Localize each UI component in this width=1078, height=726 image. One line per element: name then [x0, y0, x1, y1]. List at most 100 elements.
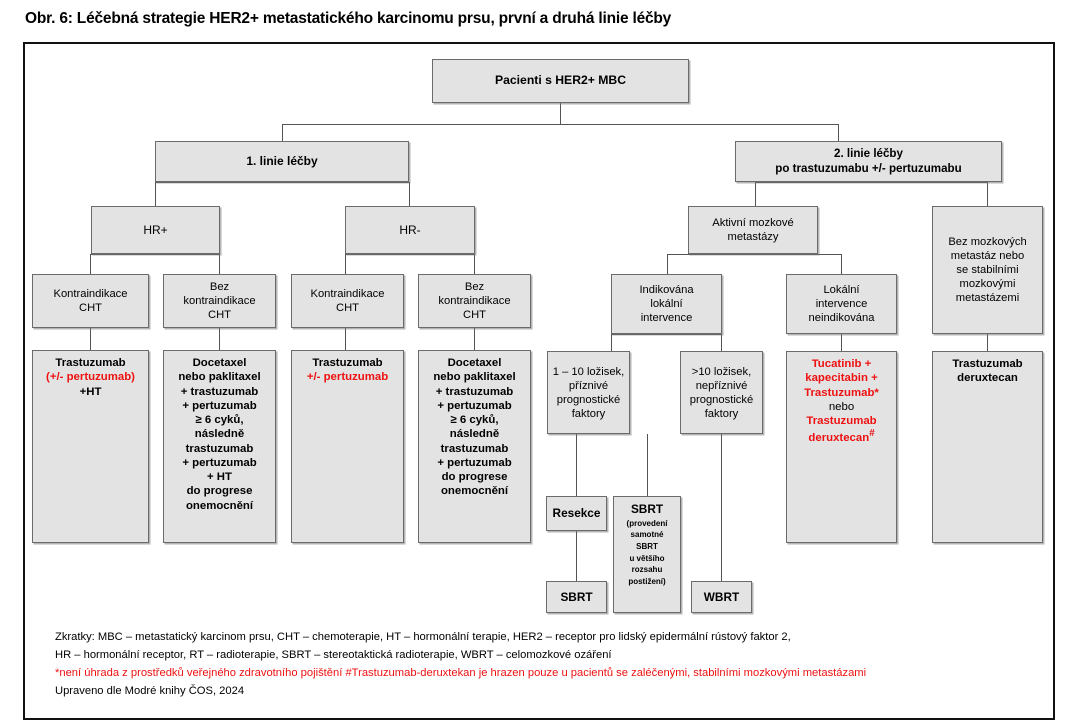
- node-label-line-accent: +/- pertuzumab: [306, 371, 389, 384]
- connector: [90, 254, 92, 274]
- connector: [987, 182, 989, 206]
- node-label-line: kontraindikace: [183, 295, 256, 307]
- node-label-line: do progrese: [441, 471, 508, 483]
- node-therapy-trastuzumab-deruxtecan[interactable]: Trastuzumab deruxtecan: [932, 351, 1043, 543]
- node-label-line: Bez: [464, 281, 485, 293]
- node-therapy-tucatinib-regimen[interactable]: Tucatinib + kapecitabin + Trastuzumab* n…: [786, 351, 897, 543]
- node-sbrt-after-resection[interactable]: SBRT: [546, 581, 607, 613]
- node-label-line: Aktivní mozkové: [712, 217, 794, 229]
- node-therapy-hrpos-contraindicated[interactable]: Trastuzumab (+/- pertuzumab) +HT: [32, 350, 149, 543]
- connector: [282, 124, 839, 126]
- figure-title: Obr. 6: Léčebná strategie HER2+ metastat…: [25, 10, 672, 27]
- node-label-line-accent: (+/- pertuzumab): [46, 371, 135, 384]
- node-no-contraindication-cht-hrneg[interactable]: Bez kontraindikace CHT: [418, 274, 531, 328]
- node-label-line: metastázy: [727, 231, 779, 243]
- node-label-line: metastázemi: [955, 292, 1020, 304]
- connector: [841, 334, 843, 351]
- node-label-line: 1 – 10 ložisek,: [552, 365, 625, 378]
- node-label-line: + HT: [206, 471, 232, 483]
- node-therapy-hrneg-contraindicated[interactable]: Trastuzumab +/- pertuzumab: [291, 350, 404, 543]
- node-label-line: trastuzumab: [440, 442, 509, 455]
- node-label-line: Indikována: [639, 284, 694, 296]
- node-label-line: Kontraindikace: [53, 288, 128, 300]
- node-label-line: faktory: [704, 407, 739, 420]
- node-label-line: Docetaxel: [192, 357, 247, 369]
- node-label-line: nepříznivé: [695, 379, 748, 392]
- node-no-contraindication-cht-hrpos[interactable]: Bez kontraindikace CHT: [163, 274, 276, 328]
- node-label-line: (provedení: [626, 518, 668, 528]
- node-hr-positive[interactable]: HR+: [91, 206, 220, 254]
- node-label-line: neindikována: [808, 312, 875, 324]
- connector: [474, 254, 476, 274]
- node-label-line: u většího: [629, 553, 665, 563]
- node-label-block: Lokální intervence neindikována: [790, 283, 893, 325]
- node-label-line: CHT: [336, 302, 359, 314]
- node-label-line-accent: Tucatinib +: [811, 358, 872, 370]
- node-label-line: SBRT: [636, 541, 658, 551]
- node-label-line: deruxtecan: [957, 372, 1018, 385]
- node-local-intervention-not-indicated[interactable]: Lokální intervence neindikována: [786, 274, 897, 334]
- node-root[interactable]: Pacienti s HER2+ MBC: [432, 59, 689, 103]
- node-label-line: + pertuzumab: [182, 399, 257, 412]
- node-label-line: mozkovými: [959, 278, 1016, 290]
- node-label-line: intervence: [815, 298, 868, 310]
- connector: [647, 434, 649, 496]
- node-label-line: Bez: [209, 281, 230, 293]
- node-label-line: nebo paklitaxel: [178, 371, 261, 384]
- node-wbrt[interactable]: WBRT: [691, 581, 752, 613]
- node-label-line: kontraindikace: [438, 295, 511, 307]
- node-label-line: trastuzumab: [185, 442, 254, 455]
- connector: [667, 254, 842, 256]
- connector: [219, 328, 221, 350]
- node-root-label: Pacienti s HER2+ MBC: [494, 73, 627, 88]
- node-label-line: prognostické: [556, 393, 621, 406]
- connector: [219, 254, 221, 274]
- connector: [282, 124, 284, 143]
- node-hr-negative[interactable]: HR-: [345, 206, 475, 254]
- node-line1-label: 1. linie léčby: [246, 154, 318, 168]
- node-active-brain-metastases[interactable]: Aktivní mozkové metastázy: [688, 206, 818, 254]
- connector: [576, 531, 578, 581]
- connector: [611, 334, 613, 351]
- connector: [721, 334, 723, 351]
- node-line1[interactable]: 1. linie léčby: [155, 141, 409, 182]
- node-label-line: ≥ 6 cyků,: [450, 414, 499, 426]
- node-contraindication-cht-hrneg[interactable]: Kontraindikace CHT: [291, 274, 404, 328]
- connector: [755, 182, 757, 206]
- node-line2-label-1: 2. linie léčby: [834, 147, 903, 161]
- connector: [345, 254, 475, 256]
- node-contraindication-cht-hrpos[interactable]: Kontraindikace CHT: [32, 274, 149, 328]
- connector: [560, 103, 562, 125]
- node-sbrt-label: SBRT: [560, 589, 593, 604]
- connector: [838, 124, 840, 143]
- connector: [345, 254, 347, 274]
- node-label-line: Trastuzumab: [55, 357, 126, 369]
- node-label-line: se stabilními: [956, 264, 1019, 276]
- node-label-line: CHT: [79, 302, 102, 314]
- node-sbrt-alone-title: SBRT: [630, 502, 664, 516]
- node-resekce[interactable]: Resekce: [546, 496, 607, 531]
- node-label-line: + trastuzumab: [180, 385, 259, 398]
- node-label-line: následně: [449, 428, 500, 441]
- connector: [90, 328, 92, 350]
- connector: [987, 334, 989, 351]
- connector: [667, 254, 669, 274]
- node-label-line: Lokální: [823, 284, 860, 296]
- connector: [90, 254, 220, 256]
- connector: [611, 334, 722, 336]
- node-label-line: + pertuzumab: [182, 456, 257, 469]
- node-hr-positive-label: HR+: [143, 222, 168, 237]
- node-line2[interactable]: 2. linie léčby po trastuzumabu +/- pertu…: [735, 141, 1002, 182]
